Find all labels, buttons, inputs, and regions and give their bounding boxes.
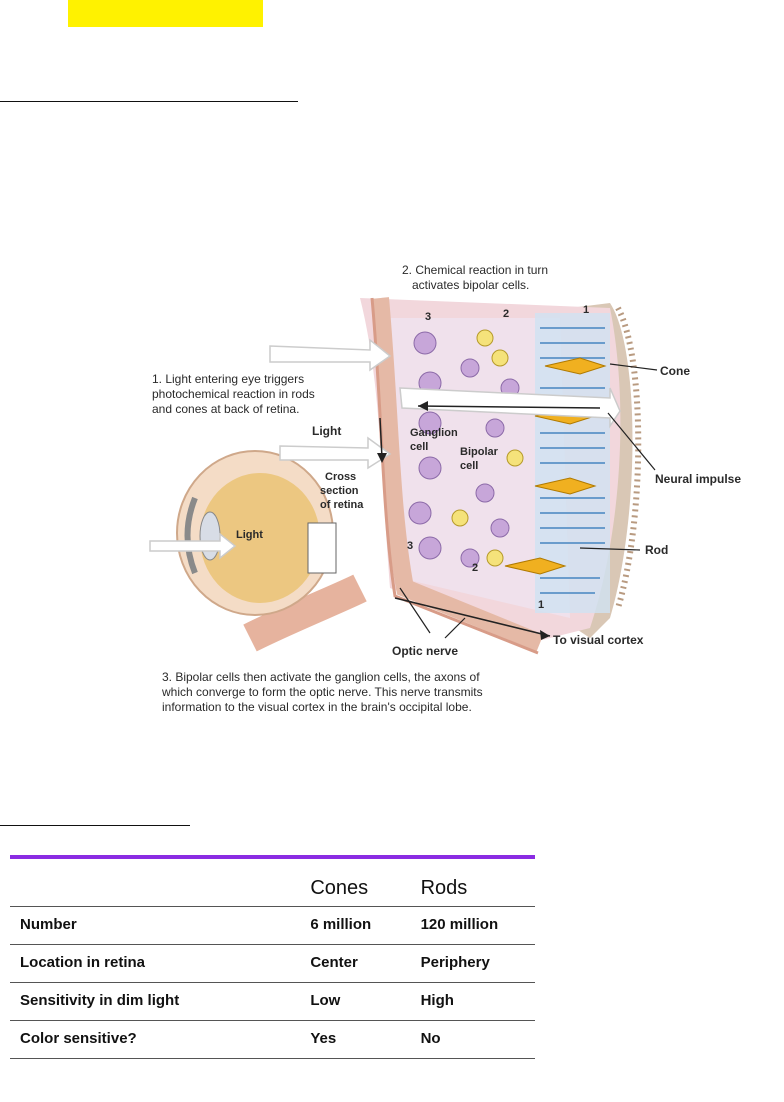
cones-value: Center — [310, 944, 421, 983]
header-blank — [10, 877, 311, 907]
label-optic-nerve: Optic nerve — [392, 644, 458, 658]
table-accent-bar — [10, 855, 535, 859]
row-label: Location in retina — [10, 944, 311, 983]
label-cross-section: Cross section of retina — [320, 471, 364, 511]
highlight-bar — [68, 0, 263, 27]
rods-value: 120 million — [420, 906, 535, 945]
step2-text: 2. Chemical reaction in turn activates b… — [402, 263, 551, 292]
row-label: Number — [10, 906, 311, 945]
label-neural-impulse: Neural impulse — [655, 472, 741, 486]
label-num-2-mid: 2 — [472, 562, 478, 574]
step1-text: 1. Light entering eye triggers photochem… — [152, 372, 318, 416]
label-num-1-bottom: 1 — [538, 599, 544, 611]
cones-rods-table: Cones Rods Number 6 million 120 million … — [10, 877, 535, 1059]
label-num-3-top: 3 — [425, 311, 431, 323]
table-row: Number 6 million 120 million — [10, 906, 535, 945]
label-cone: Cone — [660, 364, 690, 378]
row-label: Color sensitive? — [10, 1020, 311, 1059]
rods-value: High — [420, 982, 535, 1021]
rods-value: No — [420, 1020, 535, 1059]
header-cones: Cones — [310, 877, 421, 907]
comparison-table: Cones Rods Number 6 million 120 million … — [10, 855, 535, 1059]
cones-value: Yes — [310, 1020, 421, 1059]
label-num-3-mid: 3 — [407, 540, 413, 552]
label-bipolar-cell: Bipolar cell — [460, 446, 501, 472]
table-header-row: Cones Rods — [10, 877, 535, 907]
label-to-visual-cortex: To visual cortex — [553, 633, 644, 647]
row-label: Sensitivity in dim light — [10, 982, 311, 1021]
retina-diagram: 2. Chemical reaction in turn activates b… — [149, 263, 741, 714]
label-ganglion-cell: Ganglion cell — [410, 427, 461, 453]
label-num-1-top: 1 — [583, 304, 589, 316]
table-row: Color sensitive? Yes No — [10, 1020, 535, 1059]
table-row: Sensitivity in dim light Low High — [10, 982, 535, 1021]
cones-value: Low — [310, 982, 421, 1021]
label-light-top: Light — [312, 424, 341, 438]
step3-text: 3. Bipolar cells then activate the gangl… — [161, 670, 486, 714]
label-num-2-top: 2 — [503, 308, 509, 320]
rods-value: Periphery — [420, 944, 535, 983]
section-underline — [0, 825, 190, 826]
cones-value: 6 million — [310, 906, 421, 945]
label-light-eye: Light — [236, 529, 263, 541]
label-rod: Rod — [645, 543, 668, 557]
table-row: Location in retina Center Periphery — [10, 944, 535, 983]
header-rods: Rods — [420, 877, 535, 907]
heading-underline — [0, 101, 298, 102]
